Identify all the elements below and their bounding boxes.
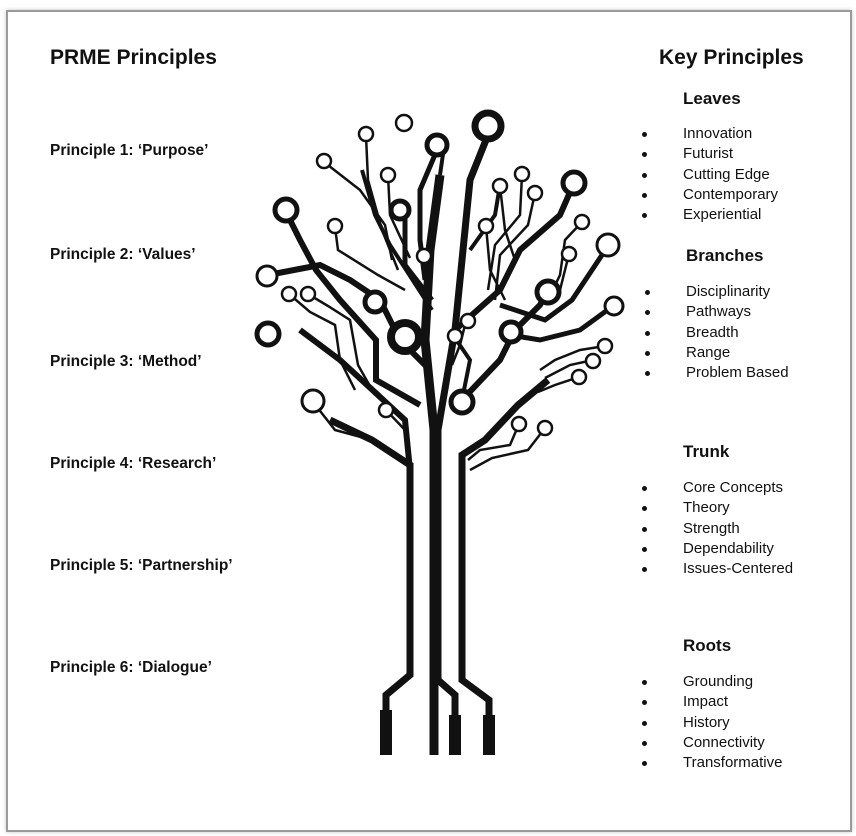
bullet-icon: [642, 526, 647, 532]
prme-principles-title: PRME Principles: [50, 46, 217, 69]
item-label: Contemporary: [683, 185, 779, 203]
item-label: Dependability: [683, 539, 774, 557]
item-label: Impact: [683, 693, 729, 711]
leaves-heading: Leaves: [683, 89, 741, 108]
list-item: Contemporary: [642, 185, 779, 205]
principle-1: Principle 1: ‘Purpose’: [50, 142, 209, 159]
list-item: Cutting Edge: [642, 165, 778, 185]
bullet-icon: [645, 350, 650, 356]
item-label: Experiential: [683, 206, 762, 224]
key-principles-title: Key Principles: [659, 46, 804, 69]
bullet-icon: [642, 720, 647, 726]
list-item: Range: [645, 343, 789, 363]
bullet-icon: [645, 330, 650, 336]
roots-heading: Roots: [683, 636, 732, 655]
principle-4: Principle 4: ‘Research’: [50, 455, 217, 472]
list-item: Grounding: [642, 672, 782, 692]
list-item: Strength: [642, 519, 793, 539]
bullet-icon: [642, 567, 647, 573]
bullet-icon: [642, 192, 647, 198]
item-label: Transformative: [683, 754, 783, 772]
bullet-icon: [642, 680, 647, 685]
bullet-icon: [642, 213, 647, 219]
bullet-icon: [642, 700, 647, 706]
item-label: Connectivity: [683, 733, 765, 751]
item-label: Disciplinarity: [686, 283, 771, 300]
item-label: Issues-Centered: [683, 560, 794, 578]
list-item: Issues-Centered: [642, 559, 794, 579]
list-item: Experiential: [642, 205, 778, 225]
list-item: Innovation: [642, 124, 778, 144]
principle-5: Principle 5: ‘Partnership’: [50, 557, 233, 574]
list-item: Pathways: [645, 302, 789, 322]
list-item: History: [642, 713, 782, 733]
item-label: Breadth: [686, 323, 739, 341]
item-label: Cutting Edge: [683, 165, 770, 183]
list-item: Problem Based: [645, 363, 789, 383]
bullet-icon: [642, 172, 647, 178]
list-item: Futurist: [642, 144, 778, 164]
list-item: Connectivity: [642, 733, 782, 753]
principle-6: Principle 6: ‘Dialogue’: [50, 659, 212, 676]
item-label: History: [683, 713, 730, 731]
list-item: Breadth: [645, 323, 789, 343]
list-item: Dependability: [642, 539, 793, 559]
item-label: Core Concepts: [683, 479, 784, 496]
bullet-icon: [645, 310, 650, 316]
list-item: Core Concepts: [642, 478, 793, 498]
item-label: Problem Based: [686, 364, 789, 382]
principle-2: Principle 2: ‘Values’: [50, 246, 196, 263]
bullet-icon: [645, 290, 650, 295]
bullet-icon: [642, 740, 647, 746]
item-label: Pathways: [686, 303, 752, 321]
bullet-icon: [642, 761, 647, 767]
item-label: Strength: [683, 519, 740, 537]
item-label: Theory: [683, 499, 730, 517]
principle-3: Principle 3: ‘Method’: [50, 353, 202, 370]
branches-list: Disciplinarity Pathways Breadth Range Pr…: [645, 282, 789, 383]
bullet-icon: [642, 546, 647, 552]
list-item: Impact: [642, 692, 782, 712]
branches-heading: Branches: [686, 246, 764, 265]
item-label: Innovation: [683, 125, 753, 142]
bullet-icon: [645, 371, 650, 377]
bullet-icon: [642, 152, 647, 158]
roots-list: Grounding Impact History Connectivity Tr…: [642, 672, 783, 773]
trunk-list: Core Concepts Theory Strength Dependabil…: [642, 478, 794, 579]
bullet-icon: [642, 486, 647, 491]
trunk-heading: Trunk: [683, 442, 730, 461]
bullet-icon: [642, 506, 647, 512]
circuit-tree-illustration: [254, 109, 625, 755]
list-item: Disciplinarity: [645, 282, 789, 302]
bullet-icon: [642, 132, 647, 137]
item-label: Grounding: [683, 673, 754, 690]
item-label: Futurist: [683, 145, 734, 163]
item-label: Range: [686, 343, 731, 361]
list-item: Transformative: [642, 753, 783, 773]
list-item: Theory: [642, 498, 793, 518]
leaves-list: Innovation Futurist Cutting Edge Contemp…: [642, 124, 779, 225]
